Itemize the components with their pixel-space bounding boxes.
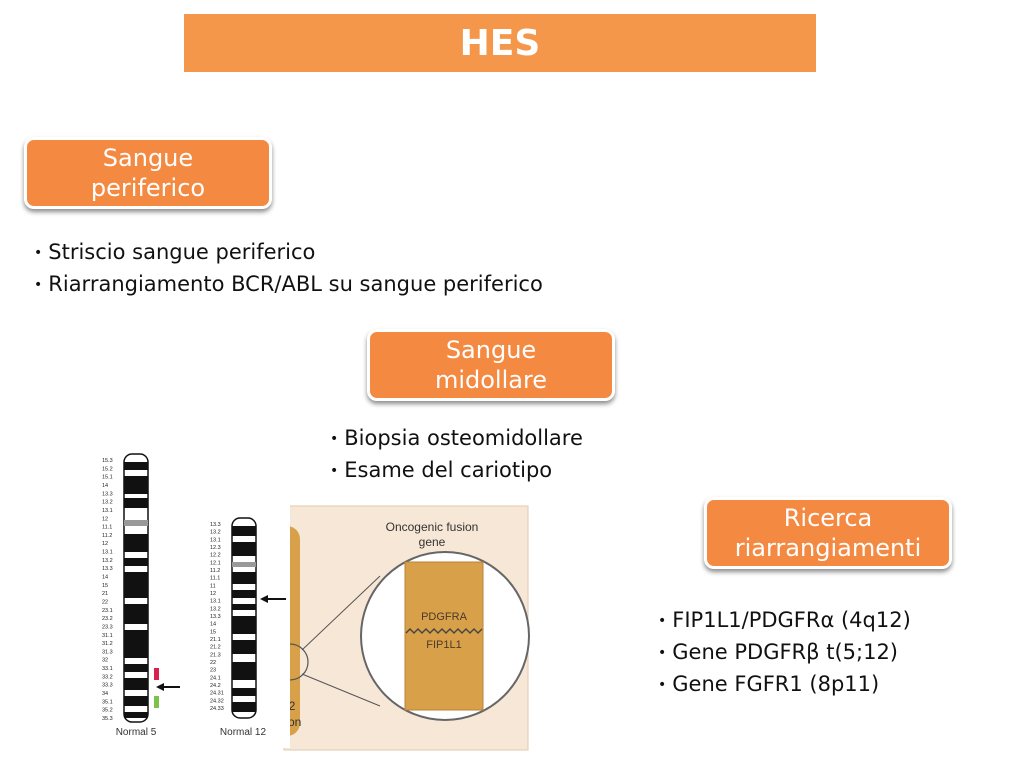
band-label: 13.2	[102, 500, 113, 506]
list-item: Striscio sangue periferico	[34, 238, 543, 270]
band-label: 13.3	[210, 522, 221, 528]
label-sangue-periferico: Sangue periferico	[24, 137, 272, 209]
label-line: periferico	[90, 174, 206, 202]
list-item: Riarrangiamento BCR/ABL su sangue perife…	[34, 270, 543, 302]
chr12-caption: Normal 12	[220, 727, 267, 738]
chr12-band-labels: 13.313.213.112.312.212.111.211.1111213.1…	[210, 522, 224, 712]
marker-green	[154, 696, 159, 708]
band-label: 13.2	[210, 606, 221, 612]
band-label: 15.2	[102, 466, 113, 472]
band-label: 14	[102, 483, 108, 489]
band-label: 31.2	[102, 641, 113, 647]
band-label: 13.2	[210, 530, 221, 536]
label-line: Sangue	[445, 336, 537, 364]
band-label: 15	[102, 583, 108, 589]
band-label: 22	[210, 660, 216, 666]
list-item: FIP1L1/PDGFRα (4q12)	[658, 606, 911, 638]
band-label: 15	[210, 629, 216, 635]
rearrangement-bullets: FIP1L1/PDGFRα (4q12) Gene PDGFRβ t(5;12)…	[658, 606, 911, 702]
band-label: 14	[102, 575, 108, 581]
band-label: 11.1	[210, 576, 220, 582]
fusion-title: gene	[419, 535, 446, 549]
band-label: 21.2	[210, 645, 221, 651]
band-label: 34	[102, 691, 108, 697]
zoom-line	[301, 575, 381, 651]
fusion-title: Oncogenic fusion	[386, 520, 479, 534]
band-label: 15.1	[102, 475, 113, 481]
band-label: 12.2	[210, 553, 221, 559]
band-label: 21.1	[210, 637, 221, 643]
band-label: 35.1	[102, 699, 113, 705]
band-label: 24.32	[210, 698, 224, 704]
band-label: 13.1	[102, 508, 113, 514]
band-label: 13.3	[102, 566, 113, 572]
label-line: riarrangiamenti	[734, 534, 922, 562]
band-label: 11	[210, 583, 216, 589]
band-label: 11.2	[210, 568, 220, 574]
chr5-band-labels: 15.3 15.2 15.1 14 13.3 13.2 13.1 12 11.1 11.2 12 13…	[102, 458, 113, 722]
band-label: 13.1	[210, 537, 221, 543]
band-label: 24.2	[210, 683, 221, 689]
fusion-chromosome	[404, 561, 484, 711]
band-label: 24.31	[210, 691, 224, 697]
chromosome-12	[231, 517, 257, 719]
label-sangue-midollare: Sangue midollare	[367, 329, 615, 401]
arrow-icon	[156, 683, 180, 691]
gene-bottom-label: FIP1L1	[426, 639, 461, 651]
list-item: Gene FGFR1 (8p11)	[658, 670, 911, 702]
band-label: 13.3	[210, 614, 221, 620]
band-label: 11.2	[102, 533, 112, 539]
arrow-icon	[260, 595, 286, 603]
band-label: 33.2	[102, 674, 113, 680]
band-label: 12	[102, 516, 108, 522]
band-label: 23.1	[102, 608, 113, 614]
band-label: 12	[210, 591, 216, 597]
band-label: 23.2	[102, 616, 113, 622]
band-label: 22	[102, 600, 108, 606]
band-label: 13.2	[102, 558, 113, 564]
label-line: Sangue	[102, 144, 194, 172]
karyotype-figure: PDGFRA FIP1L1 Oncogenic fusion gene 12 t…	[90, 440, 530, 751]
band-label: 35.2	[102, 708, 113, 714]
marrow-bullets: Biopsia osteomidollare Esame del carioti…	[330, 424, 583, 488]
band-label: 13.1	[210, 599, 221, 605]
band-label: 33.3	[102, 683, 113, 689]
band-label: 21	[102, 591, 108, 597]
band-label: 12.1	[210, 560, 221, 566]
chr5-caption: Normal 5	[116, 727, 157, 738]
band-label: 24.1	[210, 675, 221, 681]
fusion-junction	[405, 628, 483, 634]
list-item: Biopsia osteomidollare	[330, 424, 583, 456]
band-label: 23.3	[102, 625, 113, 631]
band-label: 12	[102, 541, 108, 547]
label-line: midollare	[434, 366, 548, 394]
band-label: 33.1	[102, 666, 113, 672]
label-ricerca-riarrangiamenti: Ricerca riarrangiamenti	[704, 497, 952, 569]
peripheral-bullets: Striscio sangue periferico Riarrangiamen…	[34, 238, 543, 302]
ideogram-panel	[90, 440, 290, 748]
slide-title: HES	[184, 14, 816, 72]
band-label: 14	[210, 622, 216, 628]
chromosome-5	[123, 453, 149, 723]
band-label: 13.3	[102, 491, 113, 497]
band-label: 24.33	[210, 706, 224, 712]
band-label: 21.3	[210, 652, 221, 658]
band-label: 31.1	[102, 633, 113, 639]
list-item: Esame del cariotipo	[330, 456, 583, 488]
band-label: 23	[210, 668, 216, 674]
band-label: 15.3	[102, 458, 113, 464]
band-label: 12.3	[210, 545, 221, 551]
band-label: 32	[102, 658, 108, 664]
gene-top-label: PDGFRA	[421, 611, 468, 623]
list-item: Gene PDGFRβ t(5;12)	[658, 638, 911, 670]
band-label: 31.3	[102, 649, 113, 655]
band-label: 11.1	[102, 525, 112, 531]
band-label: 13.1	[102, 550, 113, 556]
marker-red	[154, 668, 159, 680]
label-line: Ricerca	[783, 504, 873, 532]
band-label: 35.3	[102, 716, 113, 722]
zoom-line	[301, 673, 381, 707]
